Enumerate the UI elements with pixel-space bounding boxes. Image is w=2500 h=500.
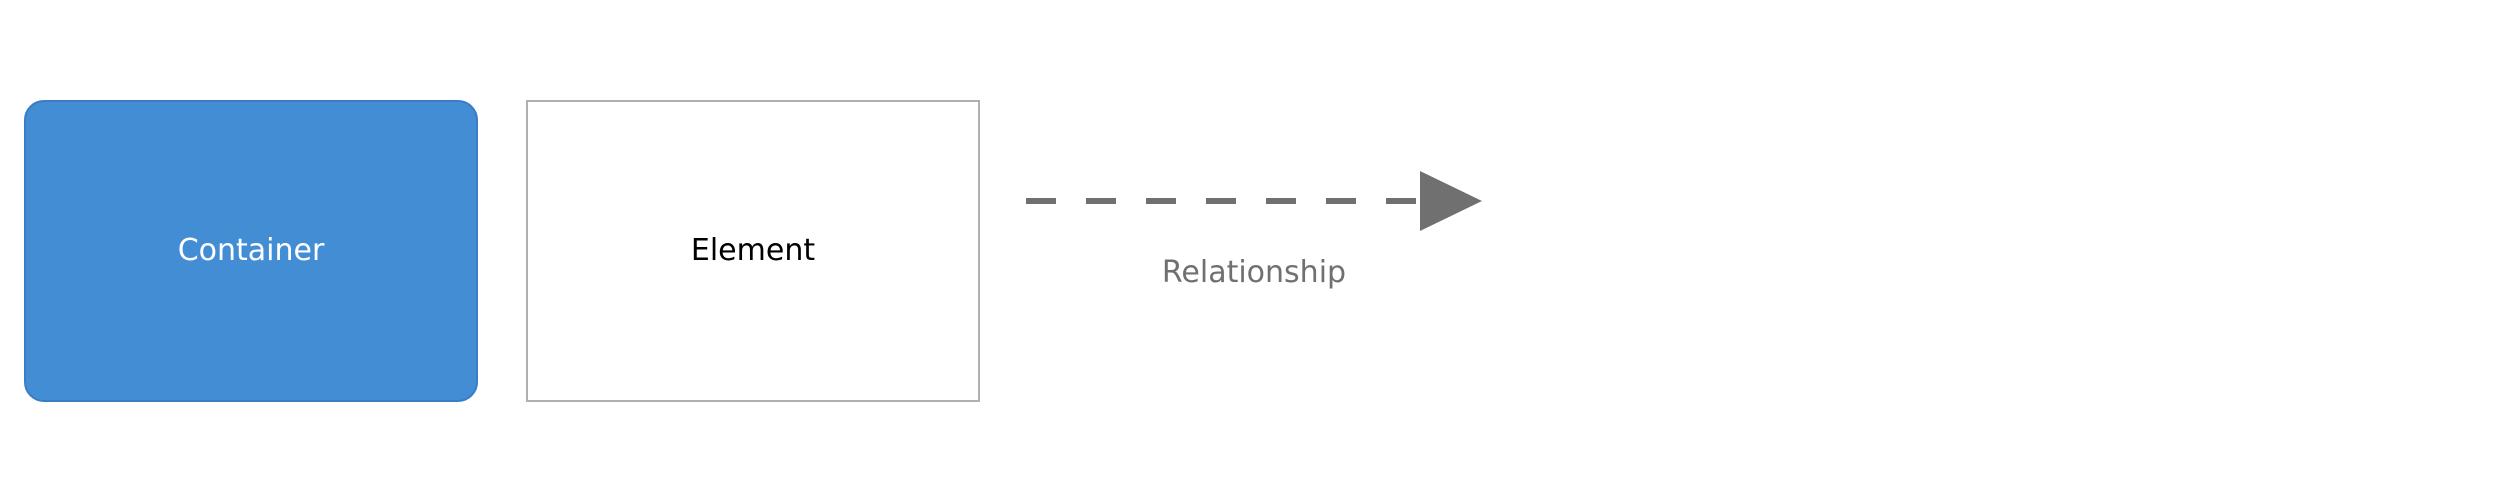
arrowhead-icon xyxy=(1420,171,1482,231)
relationship-arrow xyxy=(1026,171,1482,231)
container-node[interactable]: Container xyxy=(24,100,478,402)
element-node-label: Element xyxy=(690,233,816,268)
container-node-label: Container xyxy=(177,233,325,268)
element-node[interactable]: Element xyxy=(526,100,980,402)
relationship-label: Relationship xyxy=(1161,255,1347,290)
relationship-connector[interactable]: Relationship xyxy=(1026,160,1496,310)
